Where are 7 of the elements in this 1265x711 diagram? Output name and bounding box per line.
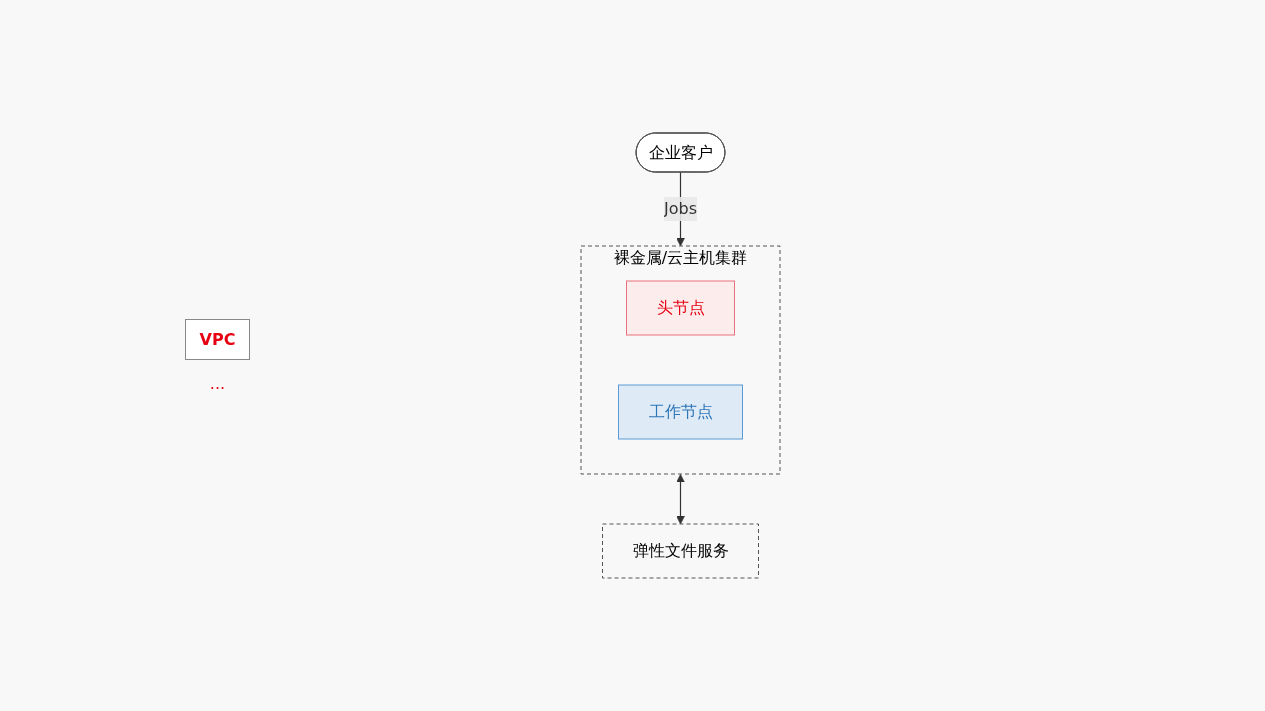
ellipsis-text: ... <box>208 373 227 393</box>
node-box: 工作节点 <box>617 384 743 440</box>
node-box: 头节点 <box>625 280 735 336</box>
arrow <box>676 474 685 525</box>
edge-label: Jobs <box>663 199 697 218</box>
network-label: VPC <box>184 318 251 360</box>
node-box: 弹性文件服务 <box>601 523 759 579</box>
